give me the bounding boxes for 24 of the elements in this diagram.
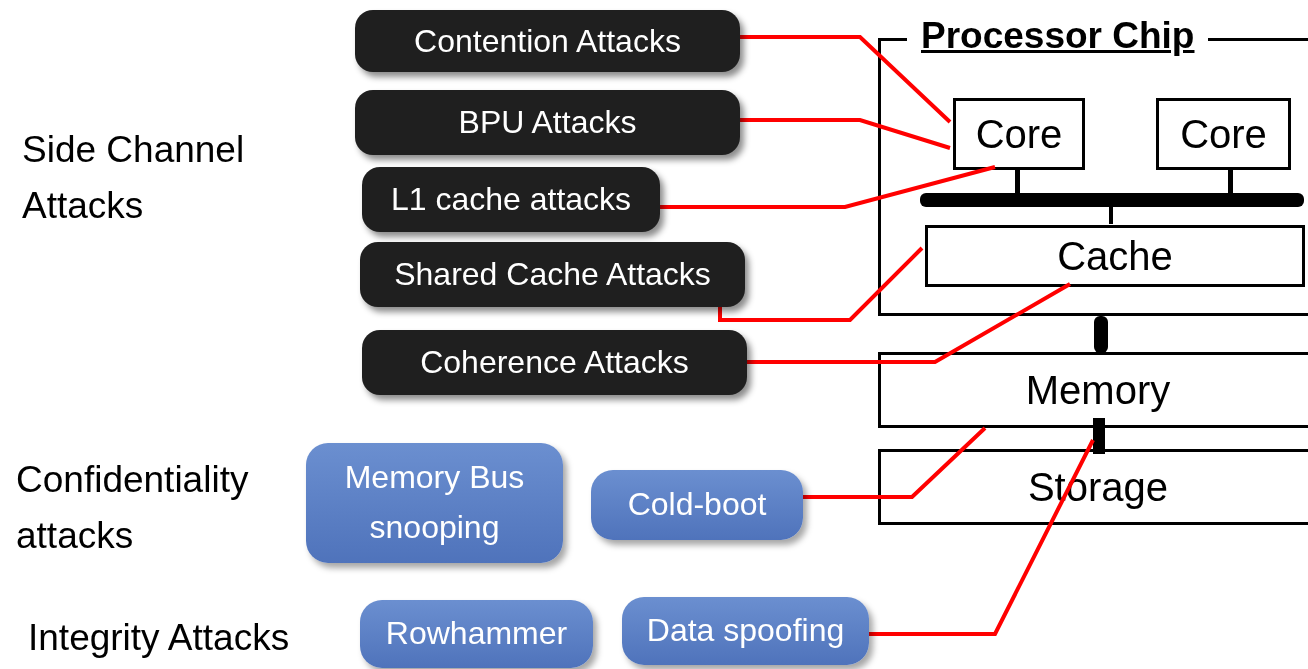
attack-box: L1 cache attacks [362,167,660,232]
group-label: Integrity Attacks [28,616,291,660]
attack-box: Shared Cache Attacks [360,242,745,307]
group-label: Side Channel Attacks [22,128,246,228]
attack-box: Coherence Attacks [362,330,747,395]
leader-line [660,165,996,209]
component-box: Cache [925,225,1305,287]
leader-line [803,426,987,499]
component-box: Memory [878,352,1308,428]
attack-box: Data spoofing [622,597,869,665]
attack-box: Cold-boot [591,470,803,540]
group-label: Confidentiality attacks [16,458,250,558]
leader-line [747,282,1071,364]
attack-box: Memory Bus snooping [306,443,563,563]
attack-box: Contention Attacks [355,10,740,72]
leader-line [718,246,924,322]
leader-line [740,118,951,150]
attack-box: Rowhammer [360,600,593,668]
leader-line [740,35,952,124]
bus-bar [1093,418,1105,454]
leader-line [869,439,1095,636]
component-box: Core [1156,98,1291,170]
component-box: Core [953,98,1085,170]
attack-box: BPU Attacks [355,90,740,155]
